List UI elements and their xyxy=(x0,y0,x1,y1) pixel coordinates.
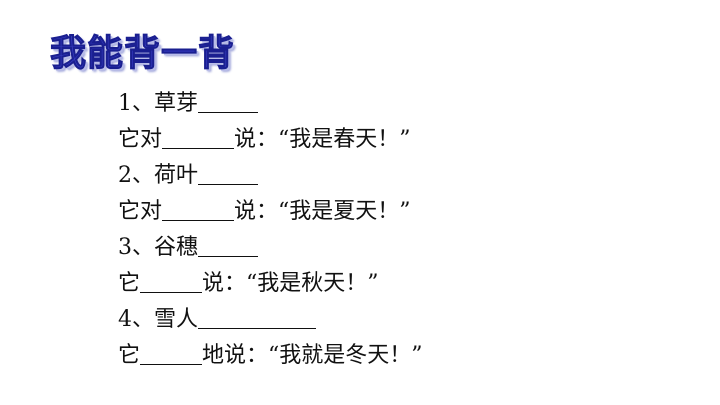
fill-blank xyxy=(198,158,258,185)
line-text: 说：“我是秋天！” xyxy=(202,271,379,296)
line-text: 1、草芽 xyxy=(118,91,198,116)
poem-fill-in-lines: 1、草芽 它对说：“我是春天！” 2、荷叶 它对说：“我是夏天！” 3、谷穗 它… xyxy=(118,86,423,374)
line-text: 它 xyxy=(118,271,141,296)
line-6: 它 说：“我是秋天！” xyxy=(118,266,423,302)
line-text: 2、荷叶 xyxy=(118,163,198,188)
fill-blank xyxy=(198,86,258,113)
line-8: 它 地说：“我就是冬天！” xyxy=(118,338,423,374)
fill-blank xyxy=(162,194,235,221)
line-text: 地说：“我就是冬天！” xyxy=(202,343,423,368)
fill-blank xyxy=(162,122,235,149)
line-1: 1、草芽 xyxy=(118,86,423,122)
line-text: 它对 xyxy=(118,127,163,152)
fill-blank xyxy=(198,230,258,257)
line-text: 说：“我是春天！” xyxy=(234,127,411,152)
line-text: 4、雪人 xyxy=(118,307,198,332)
line-3: 2、荷叶 xyxy=(118,158,423,194)
fill-blank xyxy=(140,266,203,293)
slide-title: 我能背一背 xyxy=(49,33,236,75)
line-5: 3、谷穗 xyxy=(118,230,423,266)
line-text: 3、谷穗 xyxy=(118,235,198,260)
line-4: 它对 说：“我是夏天！” xyxy=(118,194,423,230)
line-2: 它对 说：“我是春天！” xyxy=(118,122,423,158)
line-text: 它 xyxy=(118,343,141,368)
line-text: 说：“我是夏天！” xyxy=(234,199,411,224)
fill-blank xyxy=(140,338,203,365)
fill-blank xyxy=(198,302,316,329)
line-7: 4、雪人 xyxy=(118,302,423,338)
line-text: 它对 xyxy=(118,199,163,224)
